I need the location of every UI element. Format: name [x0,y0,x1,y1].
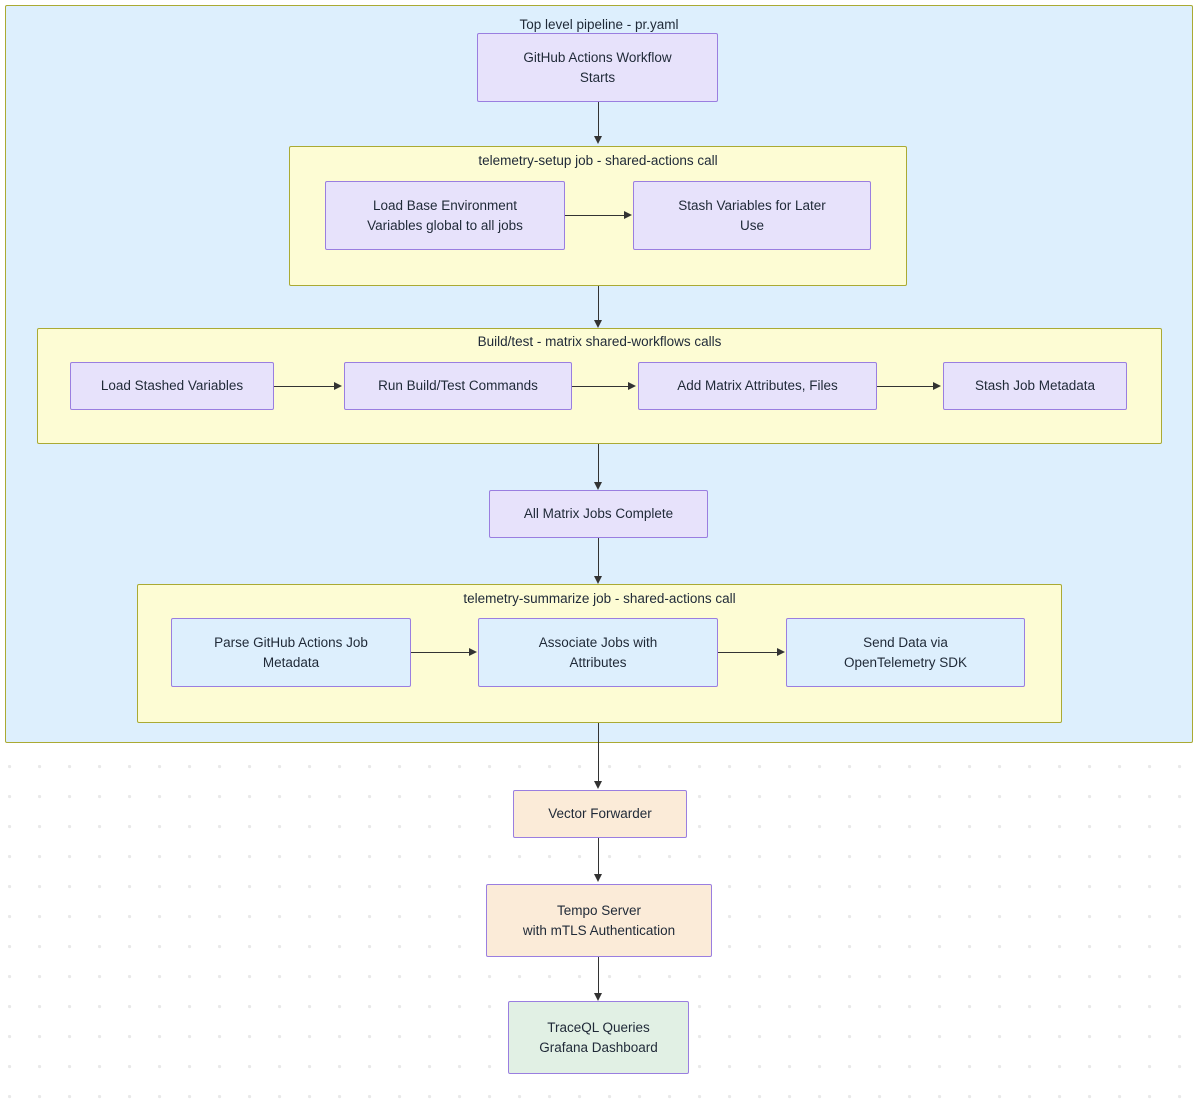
node-stash-variables-for-later-use-line1: Stash Variables for Later [678,197,826,213]
node-add-matrix-attributes-files-line1: Add Matrix Attributes, Files [677,378,838,393]
edge-start-to-setup-arrowhead [594,136,602,144]
node-stash-variables-for-later-use-line2: Use [739,217,764,233]
node-stash-job-metadata[interactable]: Stash Job Metadata [943,362,1127,410]
node-parse-github-actions-job-metadata[interactable]: Parse GitHub Actions Job Metadata [171,618,411,687]
node-tempo-server-line2: with mTLS Authentication [522,922,676,938]
subgraph-telemetry-setup-title: telemetry-setup job - shared-actions cal… [478,153,718,168]
node-github-actions-workflow-starts-line1: GitHub Actions Workflow [523,49,672,65]
node-stash-job-metadata-line1: Stash Job Metadata [974,378,1096,393]
edge-summarize-to-vector-arrowhead [594,781,602,789]
edge-setup-to-buildtest-arrowhead [594,320,602,328]
edge-buildtest-to-allmatrix-arrowhead [594,482,602,490]
subgraph-top-level-pipeline-title: Top level pipeline - pr.yaml [519,17,679,32]
node-parse-github-actions-job-metadata-line2: Metadata [262,654,320,670]
edge-allmatrix-to-summarize [598,538,600,578]
node-load-stashed-variables[interactable]: Load Stashed Variables [70,362,274,410]
node-tempo-server-line1: Tempo Server [556,902,642,918]
node-associate-jobs-with-attributes-line1: Associate Jobs with [538,634,658,650]
edge-buildtest-to-allmatrix [598,444,600,484]
node-load-base-environment-variables-line1: Load Base Environment [372,197,518,213]
node-parse-github-actions-job-metadata-line1: Parse GitHub Actions Job [214,634,368,650]
edge-loadbaseenv-to-stashvars [565,215,627,217]
edge-addmatrix-to-stashjob-arrowhead [933,382,941,390]
edge-loadstashed-to-runbuild-arrowhead [334,382,342,390]
edge-vector-to-tempo [598,838,600,876]
node-send-data-via-opentelemetry-sdk-line1: Send Data via [863,634,948,650]
edge-associate-to-senddata-arrowhead [777,648,785,656]
node-send-data-via-opentelemetry-sdk[interactable]: Send Data via OpenTelemetry SDK [786,618,1025,687]
edge-runbuild-to-addmatrix [571,386,631,388]
node-associate-jobs-with-attributes[interactable]: Associate Jobs with Attributes [478,618,718,687]
node-all-matrix-jobs-complete[interactable]: All Matrix Jobs Complete [489,490,708,538]
node-add-matrix-attributes-files[interactable]: Add Matrix Attributes, Files [638,362,877,410]
edge-loadstashed-to-runbuild [273,386,337,388]
edge-parsemeta-to-associate-arrowhead [469,648,477,656]
node-traceql-queries-grafana-dashboard-line1: TraceQL Queries [547,1019,650,1035]
edge-parsemeta-to-associate [410,652,472,654]
edge-vector-to-tempo-arrowhead [594,874,602,882]
edge-addmatrix-to-stashjob [876,386,936,388]
edge-tempo-to-traceql-arrowhead [594,993,602,1001]
edge-runbuild-to-addmatrix-arrowhead [628,382,636,390]
node-load-stashed-variables-line1: Load Stashed Variables [100,378,244,393]
node-vector-forwarder[interactable]: Vector Forwarder [513,790,687,838]
edge-tempo-to-traceql [598,957,600,995]
node-stash-variables-for-later-use[interactable]: Stash Variables for Later Use [633,181,871,250]
edge-associate-to-senddata [718,652,780,654]
edge-setup-to-buildtest [598,286,600,322]
node-github-actions-workflow-starts-line2: Starts [579,69,616,85]
subgraph-telemetry-summarize-title: telemetry-summarize job - shared-actions… [463,591,736,606]
edge-loadbaseenv-to-stashvars-arrowhead [624,211,632,219]
node-tempo-server[interactable]: Tempo Server with mTLS Authentication [486,884,712,957]
edge-summarize-to-vector [598,723,600,783]
node-run-build-test-commands[interactable]: Run Build/Test Commands [344,362,572,410]
node-all-matrix-jobs-complete-line1: All Matrix Jobs Complete [523,506,674,521]
node-traceql-queries-grafana-dashboard[interactable]: TraceQL Queries Grafana Dashboard [508,1001,689,1074]
edge-allmatrix-to-summarize-arrowhead [594,576,602,584]
node-github-actions-workflow-starts[interactable]: GitHub Actions Workflow Starts [477,33,718,102]
subgraph-build-test-matrix-title: Build/test - matrix shared-workflows cal… [477,334,722,349]
node-load-base-environment-variables[interactable]: Load Base Environment Variables global t… [325,181,565,250]
node-load-base-environment-variables-line2: Variables global to all jobs [367,217,523,233]
node-run-build-test-commands-line1: Run Build/Test Commands [378,378,538,393]
node-vector-forwarder-line1: Vector Forwarder [548,806,652,821]
node-traceql-queries-grafana-dashboard-line2: Grafana Dashboard [539,1039,658,1055]
edge-start-to-setup [598,102,600,138]
node-send-data-via-opentelemetry-sdk-line2: OpenTelemetry SDK [843,654,968,670]
node-associate-jobs-with-attributes-line2: Attributes [569,654,627,670]
